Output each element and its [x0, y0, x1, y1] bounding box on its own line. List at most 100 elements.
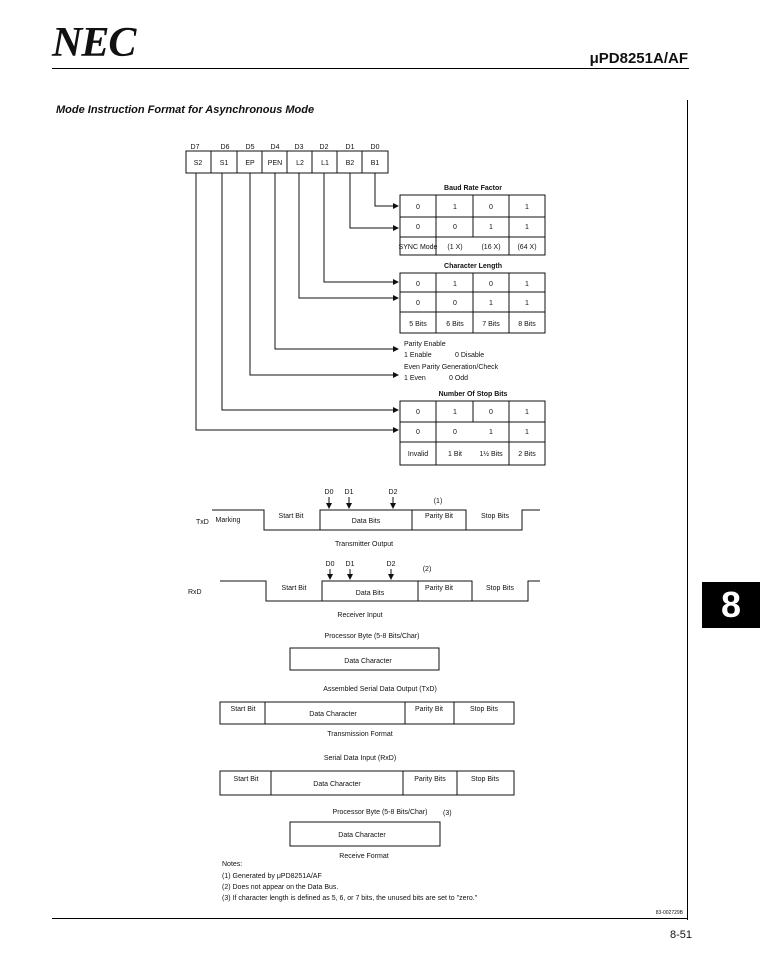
- rx-data-char-box: [289, 821, 441, 847]
- rxd-caption: Receiver Input: [337, 612, 382, 619]
- rxd-waveform: RxD Start Bit Data Bits Parity Bit Stop …: [188, 561, 540, 619]
- rx-serial-title: Serial Data Input (RxD): [324, 755, 396, 762]
- txd-waveform: TxD Marking Start Bit Data Bits Parity B…: [196, 489, 540, 548]
- rxd-bit-d2: D2: [387, 561, 396, 568]
- bit-label-d4: D4: [271, 144, 280, 151]
- field-pen: PEN: [268, 160, 282, 167]
- baud-r2c4: 1: [525, 224, 529, 231]
- bit-label-d7: D7: [191, 144, 200, 151]
- tx-data-char-box: [289, 647, 440, 671]
- rxd-bit-d0: D0: [326, 561, 335, 568]
- tx-frame-stop: Stop Bits: [470, 706, 499, 713]
- even-parity-title: Even Parity Generation/Check: [404, 364, 499, 371]
- rx-processor-byte-title: Processor Byte (5-8 Bits/Char): [333, 809, 428, 816]
- stop-r2c3: 1: [489, 429, 493, 436]
- char-r1c2: 1: [453, 281, 457, 288]
- parity-info: Parity Enable 1 Enable 0 Disable Even Pa…: [404, 341, 499, 382]
- tx-assembled-title: Assembled Serial Data Output (TxD): [323, 686, 437, 693]
- char-label-8: 8 Bits: [518, 321, 536, 328]
- tx-format-caption: Transmission Format: [327, 731, 393, 738]
- tx-data-char: Data Character: [344, 658, 392, 665]
- baud-rate-table: Baud Rate Factor 0 1 0 1 0 0 1 1 SYNC Mo…: [399, 185, 546, 256]
- baud-r1c2: 1: [453, 204, 457, 211]
- rx-format-caption: Receive Format: [339, 853, 388, 860]
- nec-logo: NEC: [52, 20, 136, 66]
- baud-r1c1: 0: [416, 204, 420, 211]
- baud-label-sync: SYNC Mode: [399, 244, 438, 251]
- notes-heading: Notes:: [222, 861, 242, 868]
- char-r2c3: 1: [489, 300, 493, 307]
- field-l2: L2: [296, 160, 304, 167]
- rxd-data: Data Bits: [356, 590, 385, 597]
- rx-data-char: Data Character: [338, 832, 386, 839]
- figure-bottom-border: [52, 918, 688, 919]
- rxd-start: Start Bit: [282, 585, 307, 592]
- baud-rate-title: Baud Rate Factor: [444, 185, 502, 192]
- rx-frame-stop: Stop Bits: [471, 776, 500, 783]
- parity-enable-title: Parity Enable: [404, 341, 446, 348]
- rxd-signal-label: RxD: [188, 589, 202, 596]
- bit-label-d3: D3: [295, 144, 304, 151]
- stop-r1c4: 1: [525, 409, 529, 416]
- even-parity-1: 1 Even: [404, 375, 426, 382]
- stop-r2c1: 0: [416, 429, 420, 436]
- tx-frame-parity: Parity Bit: [415, 706, 443, 713]
- stop-bits-table: Number Of Stop Bits 0 1 0 1 0 0 1 1 Inva…: [399, 391, 546, 466]
- note-3: (3) If character length is defined as 5,…: [222, 895, 478, 902]
- txd-bit-d1: D1: [345, 489, 354, 496]
- mode-register: D7 D6 D5 D4 D3 D2 D1 D0 S2 S1 EP PEN L2 …: [185, 144, 389, 174]
- txd-note: (1): [434, 498, 443, 505]
- field-ep: EP: [245, 160, 255, 167]
- notes: Notes: (1) Generated by μPD8251A/AF (2) …: [222, 861, 684, 916]
- parity-disable-0: 0 Disable: [455, 352, 484, 359]
- bit-label-d5: D5: [246, 144, 255, 151]
- note-1: (1) Generated by μPD8251A/AF: [222, 873, 322, 880]
- figure-right-border: [687, 100, 688, 920]
- figure-id: 83-002729B: [656, 910, 684, 916]
- tx-frame-start: Start Bit: [231, 706, 256, 713]
- header-rule: [52, 68, 689, 69]
- page-number: 8-51: [669, 929, 692, 941]
- stop-label-1-5bits: 1½ Bits: [479, 450, 503, 458]
- tx-processor-byte-title: Processor Byte (5-8 Bits/Char): [325, 633, 420, 640]
- receive-format: Serial Data Input (RxD) Start Bit Data C…: [219, 755, 515, 860]
- stop-bits-title: Number Of Stop Bits: [439, 391, 508, 398]
- char-r1c1: 0: [416, 281, 420, 288]
- tx-frame-data: Data Character: [309, 711, 357, 718]
- baud-r2c2: 0: [453, 224, 457, 231]
- rx-frame-data: Data Character: [313, 781, 361, 788]
- txd-bit-d0: D0: [325, 489, 334, 496]
- char-label-7: 7 Bits: [482, 321, 500, 328]
- txd-signal-label: TxD: [196, 519, 209, 526]
- stop-r1c1: 0: [416, 409, 420, 416]
- stop-r1c2: 1: [453, 409, 457, 416]
- part-number: μPD8251A/AF: [589, 50, 688, 67]
- baud-label-1x: (1 X): [447, 244, 462, 251]
- odd-parity-0: 0 Odd: [449, 375, 468, 382]
- char-length-table: Character Length 0 1 0 1 0 0 1 1 5 Bits …: [399, 263, 546, 334]
- txd-bit-d2: D2: [389, 489, 398, 496]
- baud-label-64x: (64 X): [517, 244, 536, 251]
- connector-lines: [195, 173, 399, 433]
- char-r2c4: 1: [525, 300, 529, 307]
- bit-label-d0: D0: [371, 144, 380, 151]
- stop-label-1bit: 1 Bit: [448, 451, 462, 458]
- txd-caption: Transmitter Output: [335, 541, 393, 548]
- txd-stop: Stop Bits: [481, 513, 510, 520]
- txd-data: Data Bits: [352, 518, 381, 525]
- note-2: (2) Does not appear on the Data Bus.: [222, 884, 338, 891]
- section-tab: 8: [702, 582, 760, 628]
- section-title: Mode Instruction Format for Asynchronous…: [56, 104, 315, 116]
- rx-processor-note: (3): [443, 810, 452, 817]
- transmission-format: Processor Byte (5-8 Bits/Char) Data Char…: [219, 633, 515, 738]
- stop-label-2bits: 2 Bits: [518, 451, 536, 458]
- rxd-parity: Parity Bit: [425, 585, 453, 592]
- parity-enable-1: 1 Enable: [404, 352, 432, 359]
- stop-r1c3: 0: [489, 409, 493, 416]
- rxd-bit-d1: D1: [346, 561, 355, 568]
- bit-label-d1: D1: [346, 144, 355, 151]
- rxd-stop: Stop Bits: [486, 585, 515, 592]
- baud-r2c3: 1: [489, 224, 493, 231]
